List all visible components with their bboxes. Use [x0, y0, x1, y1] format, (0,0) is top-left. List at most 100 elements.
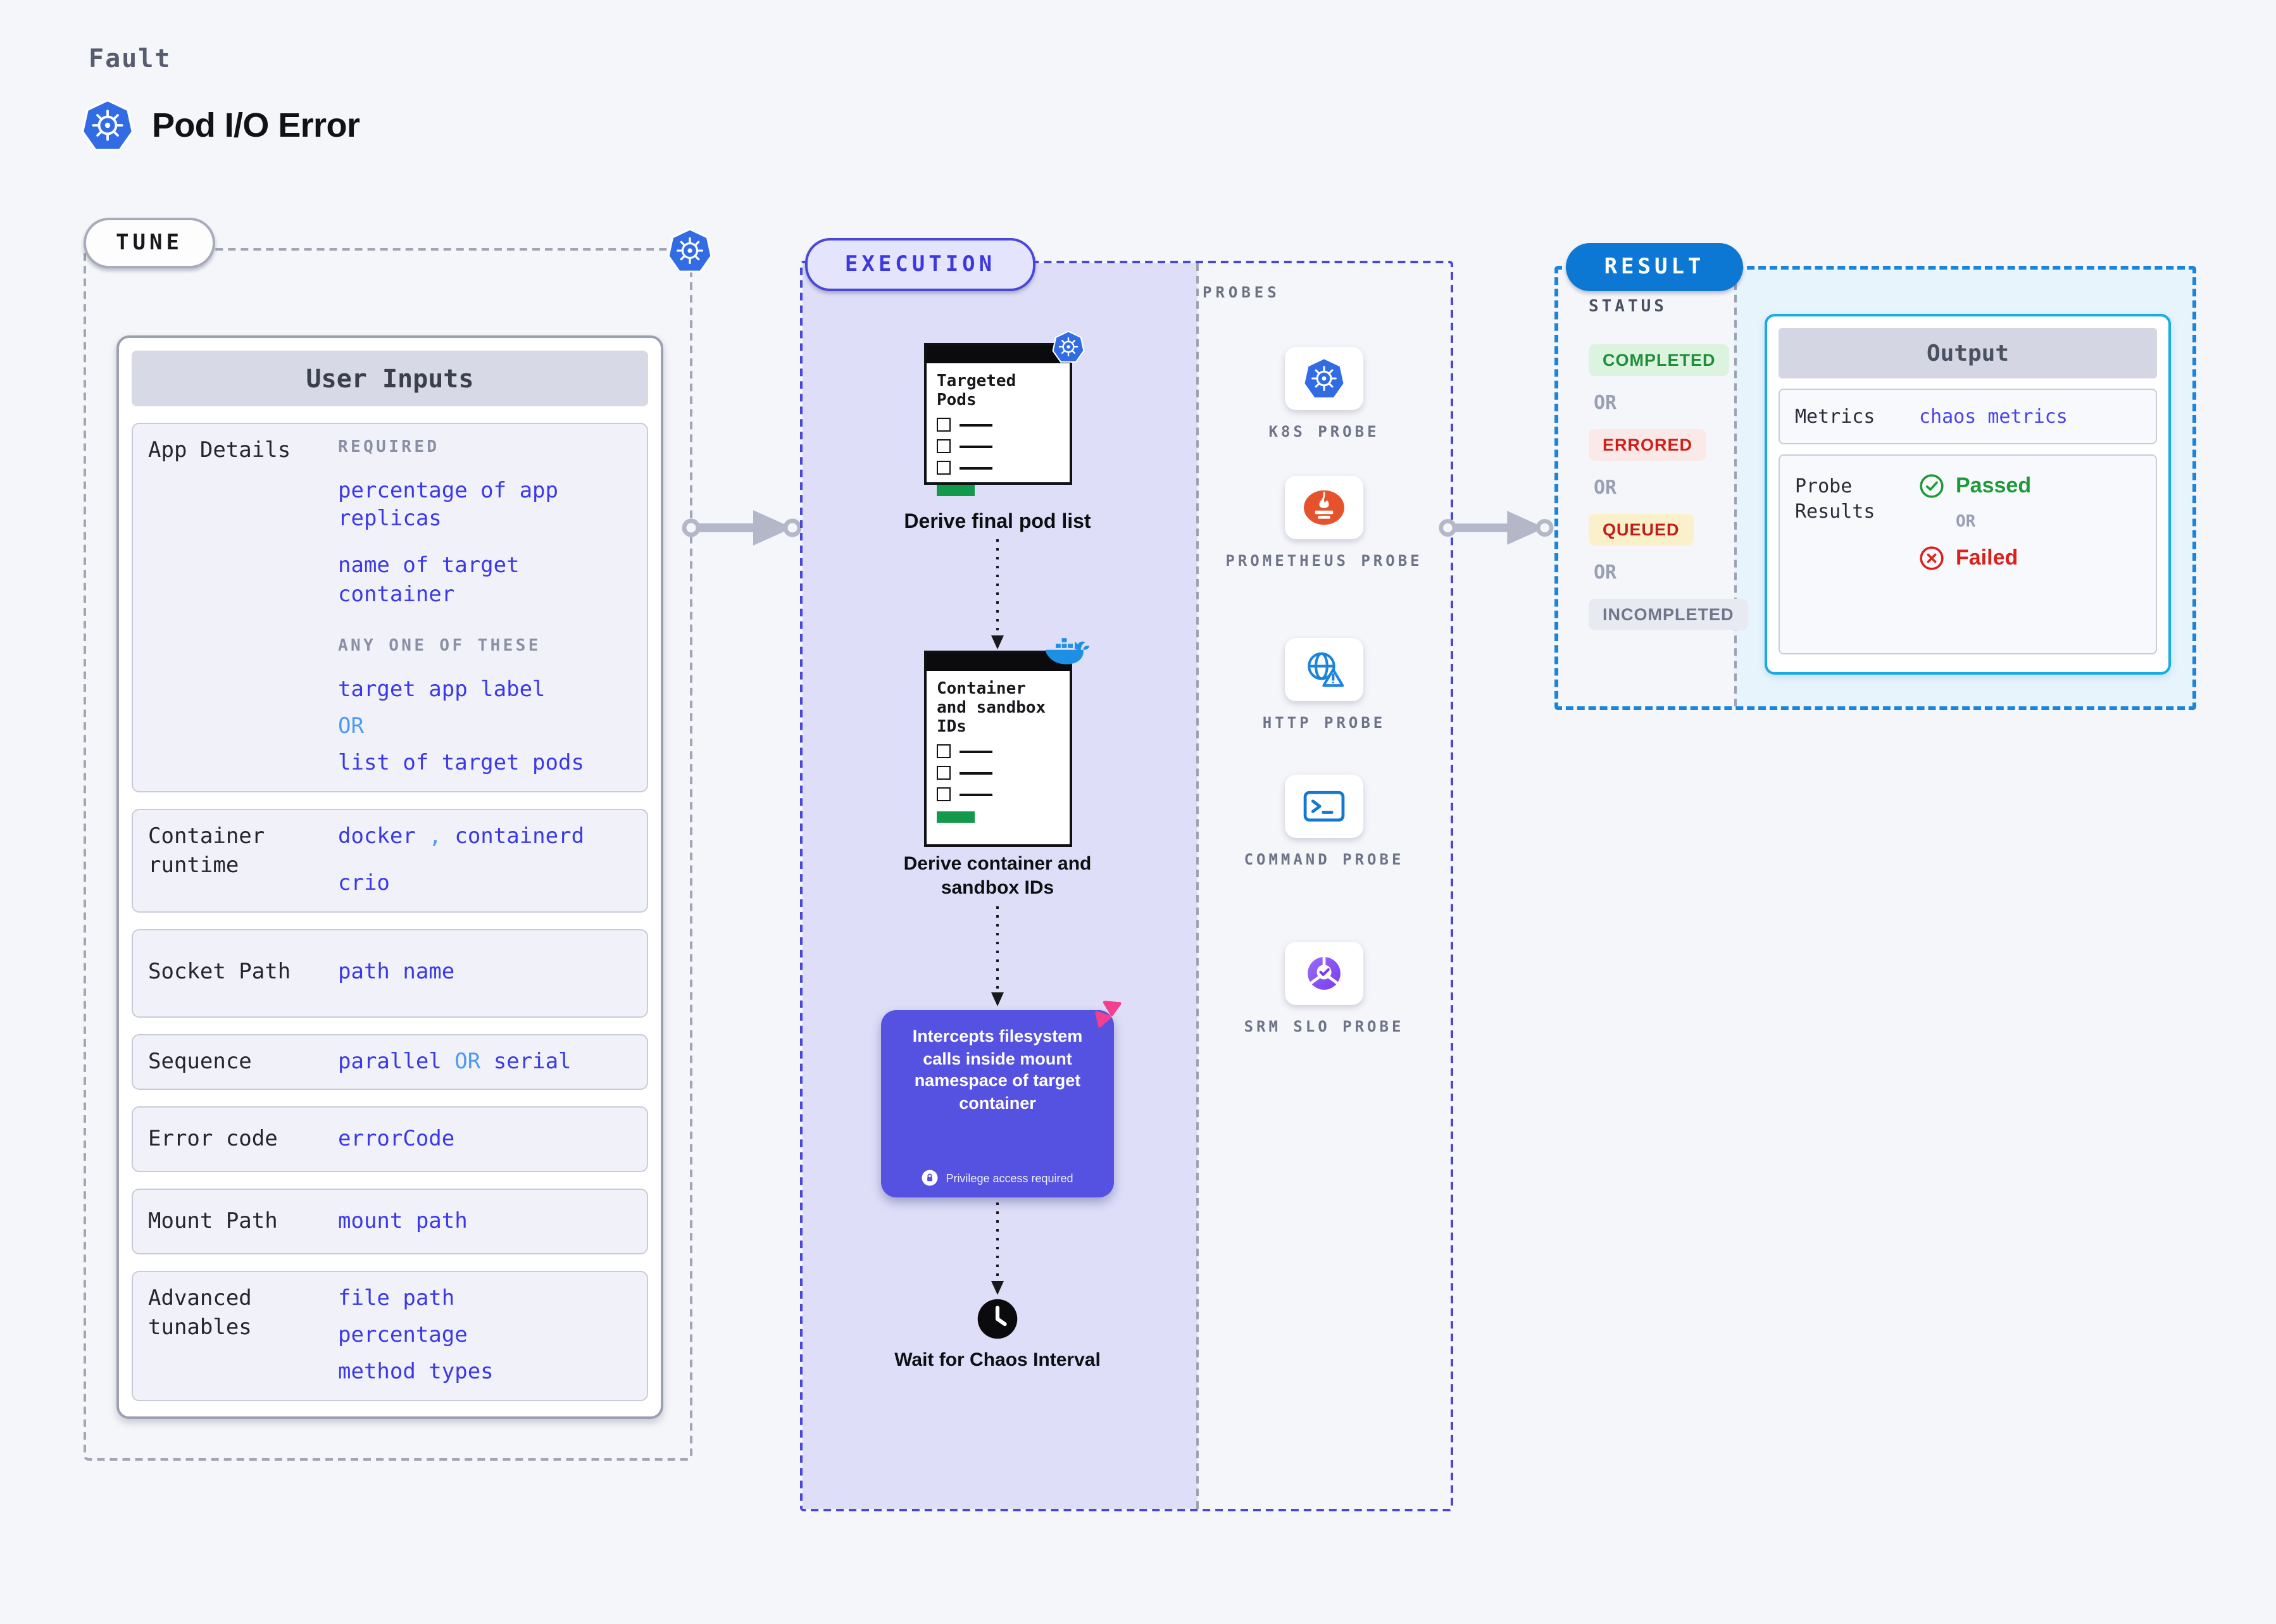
green-bar [937, 811, 975, 823]
row-label: Metrics [1795, 404, 1875, 428]
row-values: docker , containerd crio [338, 822, 632, 898]
failed-label: Failed [1956, 546, 2018, 570]
or-connector: OR [454, 1049, 481, 1075]
probe-item-http: HTTP PROBE [1223, 638, 1425, 733]
probes-heading: PROBES [1203, 284, 1280, 301]
row-values: file path percentage method types [338, 1285, 632, 1388]
privilege-note: Privilege access required [881, 1170, 1114, 1186]
card-title-bar [926, 653, 1070, 670]
flow-connector-down [991, 906, 1004, 1006]
kubernetes-icon [1052, 330, 1085, 363]
result-section: RESULT STATUS COMPLETED OR ERRORED OR QU… [1554, 243, 2196, 710]
page-title-row: Pod I/O Error [81, 99, 360, 152]
execution-section-badge: EXECUTION [805, 238, 1035, 291]
runtime-value: crio [338, 870, 390, 896]
cross-circle-icon [1919, 546, 1944, 571]
flow-arrow-execution-to-result [1438, 506, 1554, 549]
probe-label: HTTP PROBE [1262, 714, 1386, 732]
row-error-code: Error code errorCode [132, 1106, 648, 1173]
page-title: Pod I/O Error [152, 106, 360, 144]
output-box: Output Metrics chaos metrics Probe Resul… [1765, 314, 2171, 675]
intercept-step-box: Intercepts filesystem calls inside mount… [881, 1010, 1114, 1197]
row-advanced-tunables: Advanced tunables file path percentage m… [132, 1271, 648, 1402]
privilege-note-text: Privilege access required [946, 1171, 1073, 1184]
row-label: Socket Path [148, 959, 291, 985]
probe-card [1285, 775, 1363, 838]
or-connector: OR [338, 713, 364, 739]
runtime-value: docker [338, 823, 416, 849]
docker-icon [1044, 635, 1090, 670]
probe-item-srm-slo: SRM SLO PROBE [1223, 942, 1425, 1037]
probe-label: SRM SLO PROBE [1244, 1018, 1404, 1035]
passed-line: Passed [1919, 473, 2031, 499]
kubernetes-icon [1303, 357, 1346, 400]
terminal-icon [1303, 785, 1346, 828]
status-badge-completed: COMPLETED [1589, 344, 1730, 376]
card-title: Targeted Pods [937, 372, 1016, 410]
check-circle-icon [1919, 473, 1944, 499]
failed-line: Failed [1919, 546, 2031, 571]
row-socket-path: Socket Path path name [132, 928, 648, 1018]
probe-item-command: COMMAND PROBE [1223, 775, 1425, 870]
step-caption: Derive container and sandbox IDs [903, 853, 1092, 899]
metrics-row: Metrics chaos metrics [1779, 389, 2157, 444]
execution-section: EXECUTION Targeted Pods Derive final pod… [800, 238, 1453, 1511]
status-column: STATUS COMPLETED OR ERRORED OR QUEUED OR… [1589, 297, 1748, 630]
passed-label: Passed [1956, 473, 2032, 497]
checklist-item [937, 439, 1060, 454]
probe-results-values: Passed OR Failed [1919, 473, 2031, 653]
probe-results-row: Probe Results Passed OR Failed [1779, 454, 2157, 654]
user-inputs-panel: User Inputs App Details REQUIRED percent… [116, 335, 663, 1419]
sequence-value: parallel [338, 1049, 442, 1075]
row-value: errorCode [338, 1127, 455, 1152]
step-description: Intercepts filesystem calls inside mount… [912, 1027, 1083, 1113]
status-badge-errored: ERRORED [1589, 429, 1707, 461]
probes-divider [1196, 263, 1199, 1509]
probe-card [1285, 476, 1363, 539]
flow-connector-down [991, 1202, 1004, 1295]
row-label: Error code [148, 1127, 278, 1152]
checklist-item [937, 461, 1060, 475]
row-mount-path: Mount Path mount path [132, 1189, 648, 1255]
status-heading: STATUS [1589, 297, 1667, 316]
card-title-bar [926, 345, 1070, 363]
required-heading: REQUIRED [338, 438, 440, 457]
checklist-item [937, 766, 1060, 780]
row-label: Container runtime [148, 823, 265, 878]
fault-eyebrow-label: Fault [89, 43, 172, 73]
container-sandbox-ids-card: Container and sandbox IDs [924, 651, 1072, 847]
user-inputs-title: User Inputs [132, 351, 648, 406]
output-title: Output [1779, 328, 2157, 378]
http-globe-warning-icon [1303, 648, 1346, 691]
row-value: path name [338, 959, 455, 985]
result-section-badge: RESULT [1566, 243, 1743, 291]
chaos-fault-icon [1092, 999, 1123, 1029]
separator: , [428, 823, 442, 849]
probe-item-k8s: K8S PROBE [1223, 347, 1425, 442]
row-app-details: App Details REQUIRED percentage of app r… [132, 423, 648, 792]
required-item: name of target container [338, 553, 520, 608]
status-badge-queued: QUEUED [1589, 514, 1694, 546]
sequence-value: serial [493, 1049, 572, 1075]
step-caption: Derive final pod list [904, 511, 1091, 533]
option-item: target app label [338, 677, 546, 703]
targeted-pods-card: Targeted Pods [924, 343, 1072, 497]
step-caption: Wait for Chaos Interval [894, 1349, 1101, 1371]
or-connector: OR [1956, 513, 1976, 532]
or-connector: OR [1594, 561, 1617, 584]
or-connector: OR [1594, 476, 1617, 499]
green-bar [937, 485, 975, 497]
option-item: list of target pods [338, 750, 584, 776]
or-connector: OR [1594, 391, 1617, 414]
metrics-value: chaos metrics [1919, 405, 2068, 428]
row-values: parallel OR serial [338, 1047, 632, 1077]
tune-section-badge: TUNE [84, 218, 215, 268]
probe-label: K8S PROBE [1268, 423, 1380, 440]
row-label: App Details [148, 438, 291, 463]
card-title: Container and sandbox IDs [937, 679, 1046, 737]
tunable-value: method types [338, 1359, 494, 1385]
probe-card [1285, 942, 1363, 1005]
flow-connector-down [991, 539, 1004, 649]
row-label: Sequence [148, 1049, 252, 1075]
